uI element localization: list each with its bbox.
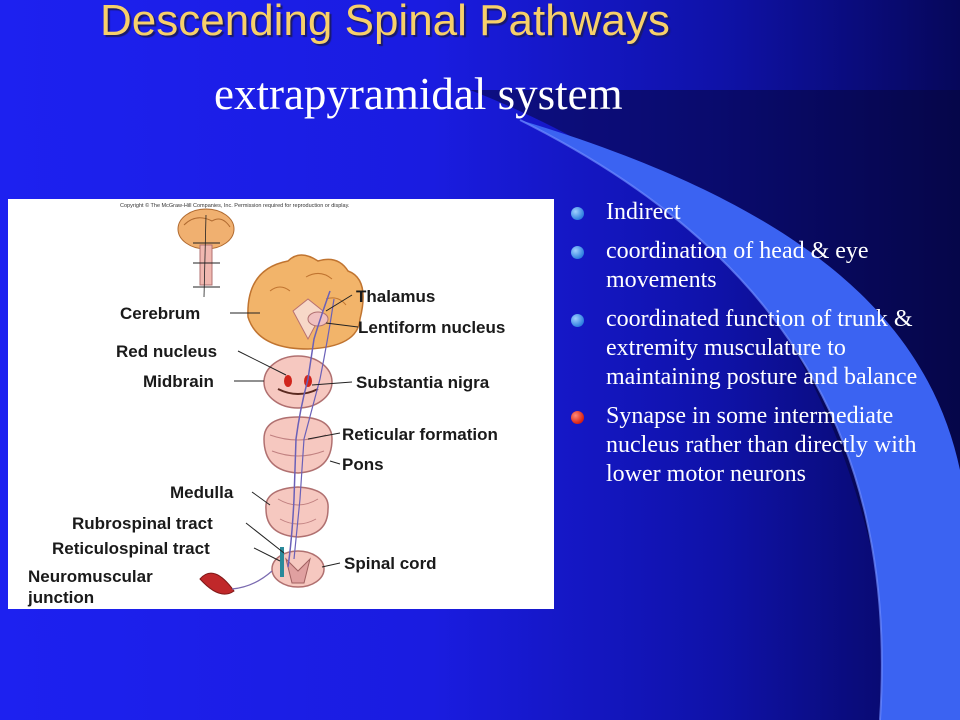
- bullet-item: Synapse in some intermediate nucleus rat…: [568, 402, 940, 489]
- bullet-text: Synapse in some intermediate nucleus rat…: [606, 403, 917, 487]
- label-lentiform-nucleus: Lentiform nucleus: [358, 318, 505, 337]
- orientation-brain-icon: [177, 208, 235, 298]
- midbrain-section-icon: [263, 355, 333, 409]
- bullet-dot-icon: [571, 411, 584, 424]
- label-thalamus: Thalamus: [356, 287, 435, 306]
- label-midbrain: Midbrain: [143, 372, 214, 391]
- pathway-diagram: Copyright © The McGraw-Hill Companies, I…: [27, 202, 505, 607]
- bullet-dot-icon: [571, 207, 584, 220]
- bullet-item: coordinated function of trunk & extremit…: [568, 305, 940, 392]
- bullet-dot-icon: [571, 246, 584, 259]
- figure-copyright: Copyright © The McGraw-Hill Companies, I…: [120, 202, 350, 209]
- bullet-item: Indirect: [568, 198, 940, 227]
- muscle-icon: [199, 570, 273, 595]
- label-leaders: [230, 294, 359, 568]
- bullet-text: Indirect: [606, 199, 681, 225]
- label-substantia-nigra: Substantia nigra: [356, 373, 490, 392]
- label-red-nucleus: Red nucleus: [116, 342, 217, 361]
- label-cerebrum: Cerebrum: [120, 304, 200, 323]
- bullet-text: coordinated function of trunk & extremit…: [606, 306, 918, 390]
- label-rubrospinal-tract: Rubrospinal tract: [72, 514, 213, 533]
- bullet-dot-icon: [571, 314, 584, 327]
- slide-title: Descending Spinal Pathways: [100, 0, 670, 45]
- label-pons: Pons: [342, 455, 384, 474]
- bullet-list: Indirect coordination of head & eye move…: [568, 198, 940, 499]
- bullet-item: coordination of head & eye movements: [568, 237, 940, 295]
- label-junction: junction: [27, 588, 94, 607]
- label-reticulospinal-tract: Reticulospinal tract: [52, 539, 210, 558]
- slide-subtitle: extrapyramidal system: [214, 69, 623, 119]
- label-medulla: Medulla: [170, 483, 234, 502]
- spinal-cord-section-icon: [271, 547, 325, 588]
- label-reticular-formation: Reticular formation: [342, 425, 498, 444]
- cerebrum-section-icon: [247, 254, 364, 350]
- label-spinal-cord: Spinal cord: [344, 554, 437, 573]
- label-neuromuscular: Neuromuscular: [28, 567, 153, 586]
- descending-pathway: [287, 290, 335, 568]
- pathway-figure: Copyright © The McGraw-Hill Companies, I…: [8, 199, 554, 609]
- bullet-text: coordination of head & eye movements: [606, 238, 869, 293]
